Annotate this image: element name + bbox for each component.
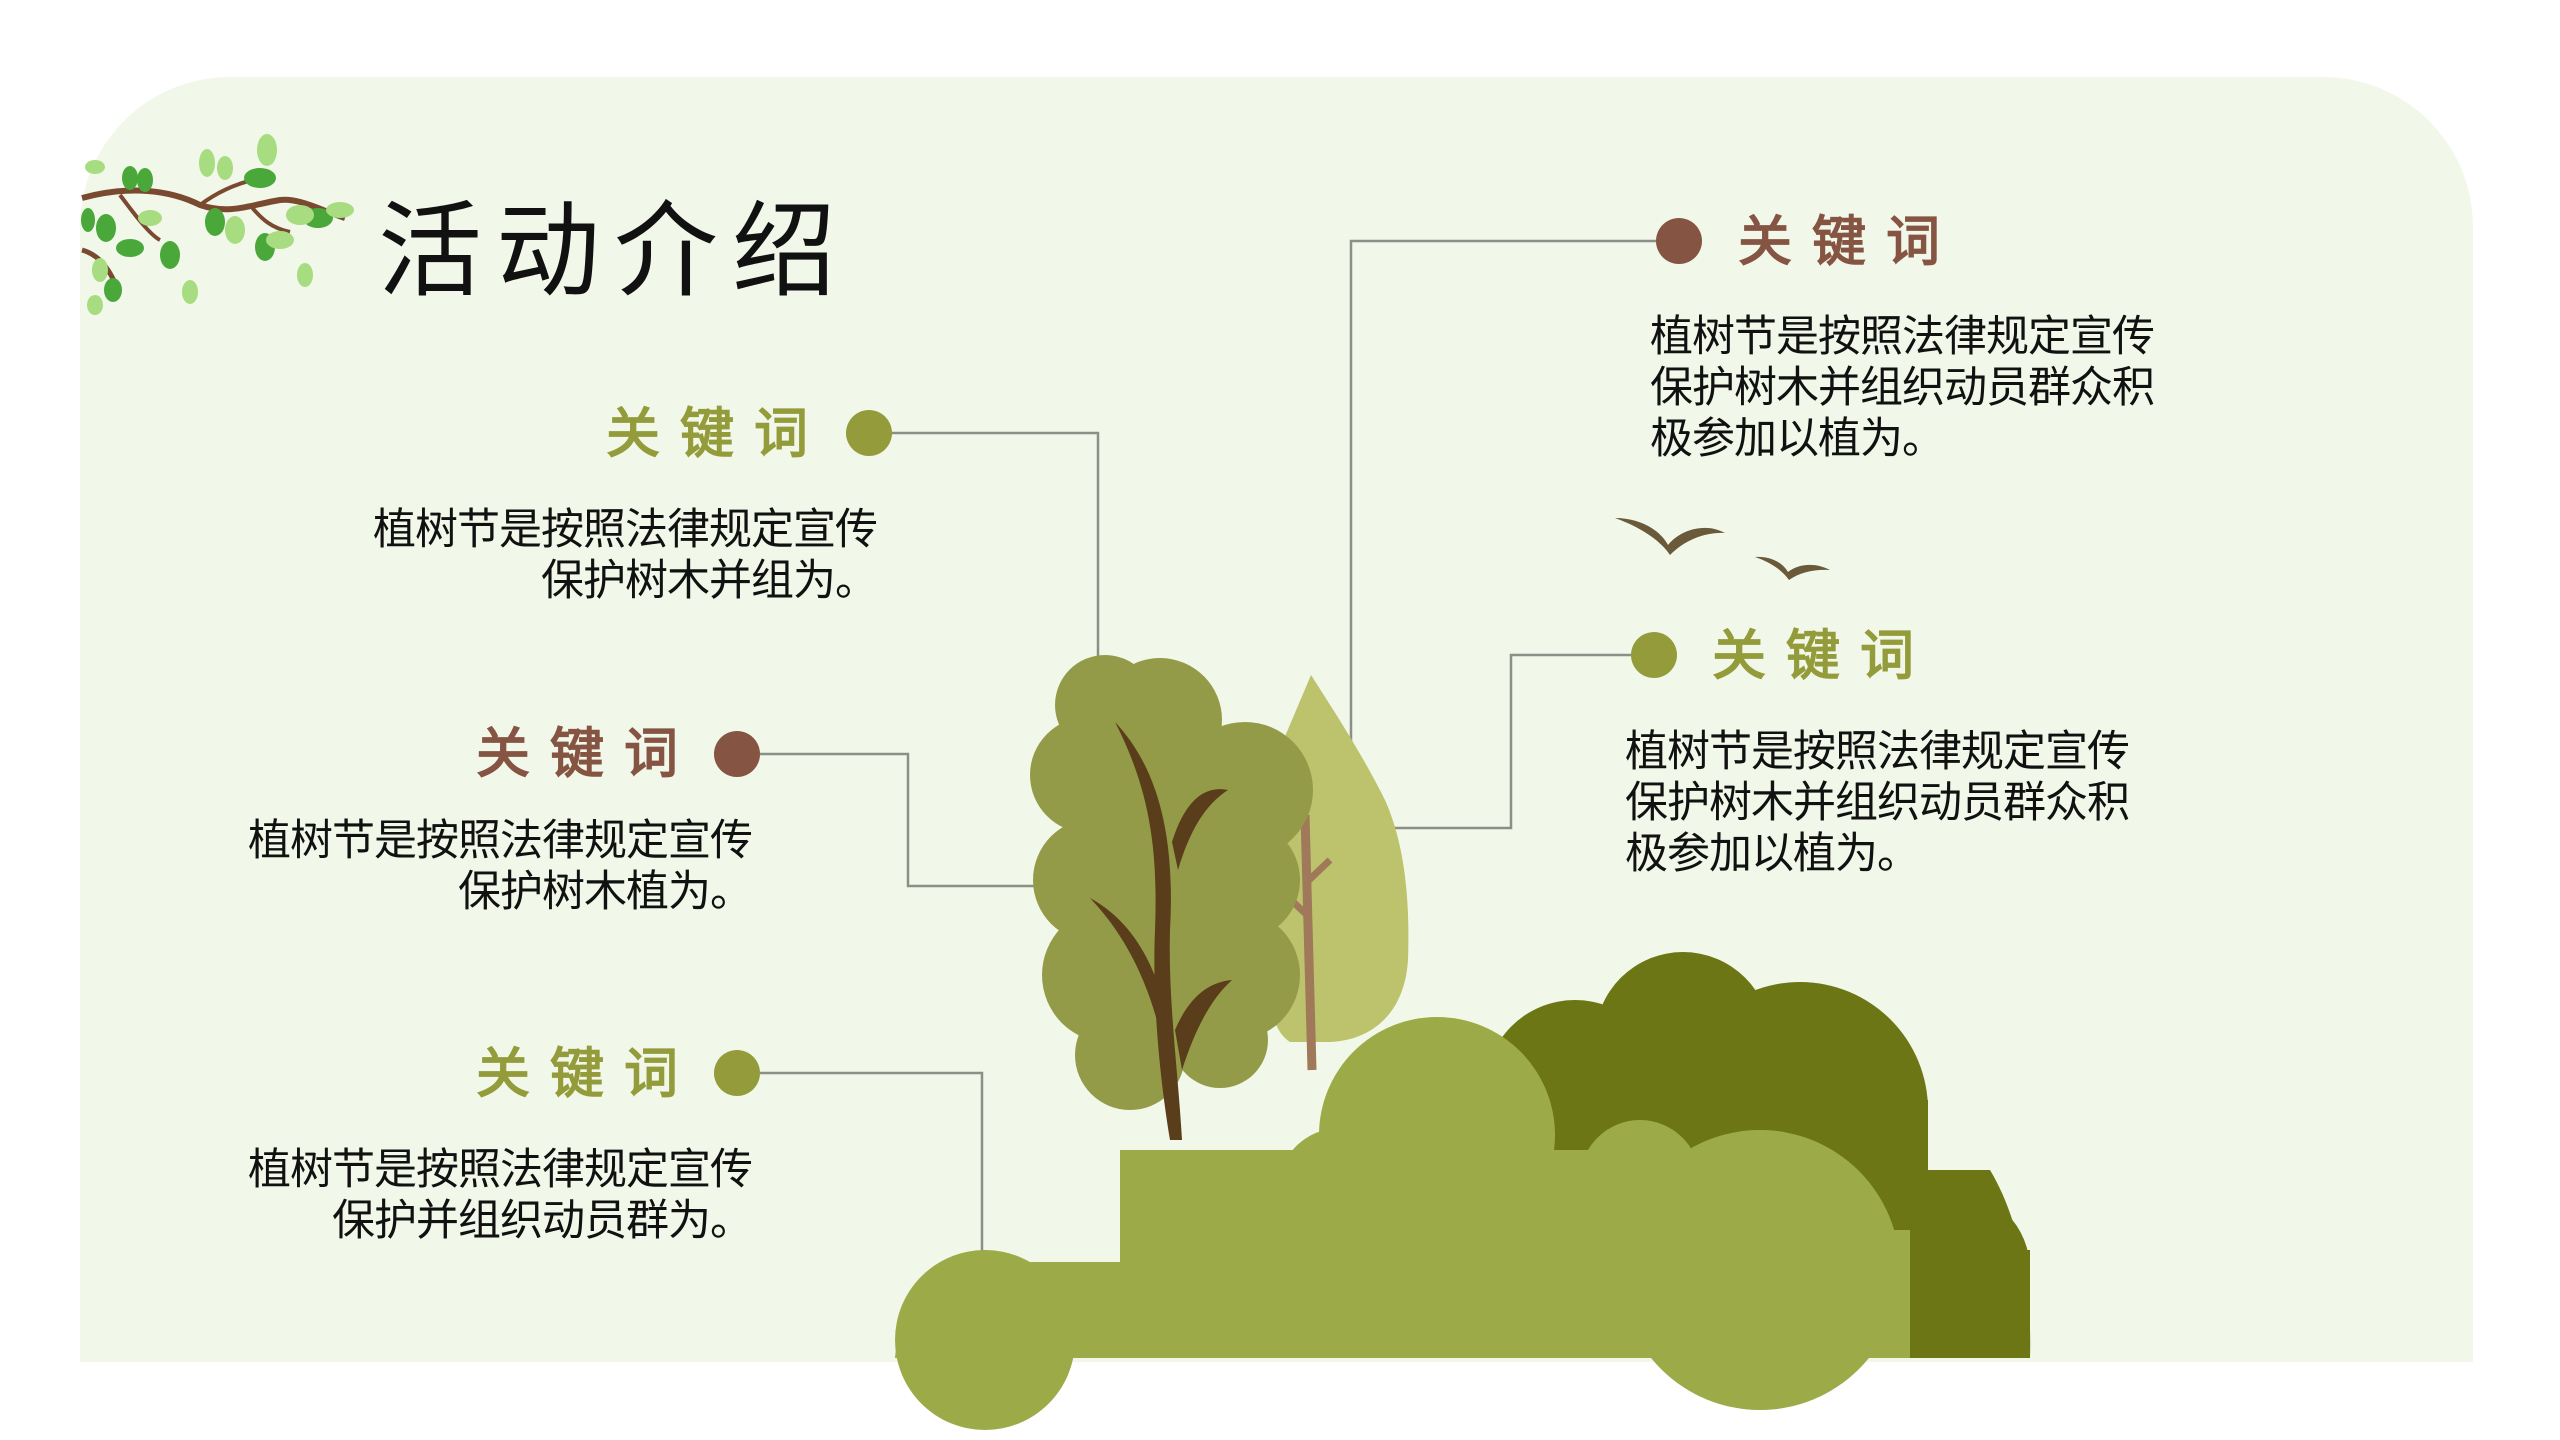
keyword-dots (714, 218, 1702, 1096)
branch-leaves-icon (81, 134, 354, 315)
light-bush-icon (895, 1017, 1910, 1430)
keyword-heading-2: 关键词 (476, 722, 698, 785)
keyword-heading-3: 关键词 (476, 1042, 698, 1105)
keyword-description-5: 植树节是按照法律规定宣传 保护树木并组织动员群众积 极参加以植为。 (1625, 727, 2130, 879)
round-tree-icon (1030, 655, 1313, 1140)
keyword-description-1: 植树节是按照法律规定宣传 保护树木并组为。 (373, 505, 878, 606)
keyword-description-3: 植树节是按照法律规定宣传 保护并组织动员群为。 (248, 1145, 753, 1246)
keyword-heading-1: 关键词 (606, 402, 828, 465)
connector-lines (760, 239, 1656, 1270)
birds-icon (1615, 518, 1830, 580)
keyword-description-2: 植树节是按照法律规定宣传 保护树木植为。 (248, 816, 753, 917)
page-title: 活动介绍 (378, 190, 851, 312)
slide-background-panel (80, 77, 2473, 1362)
keyword-heading-5: 关键词 (1712, 624, 1934, 687)
keyword-heading-4: 关键词 (1738, 210, 1960, 273)
keyword-description-4: 植树节是按照法律规定宣传 保护树木并组织动员群众积 极参加以植为。 (1650, 312, 2155, 464)
